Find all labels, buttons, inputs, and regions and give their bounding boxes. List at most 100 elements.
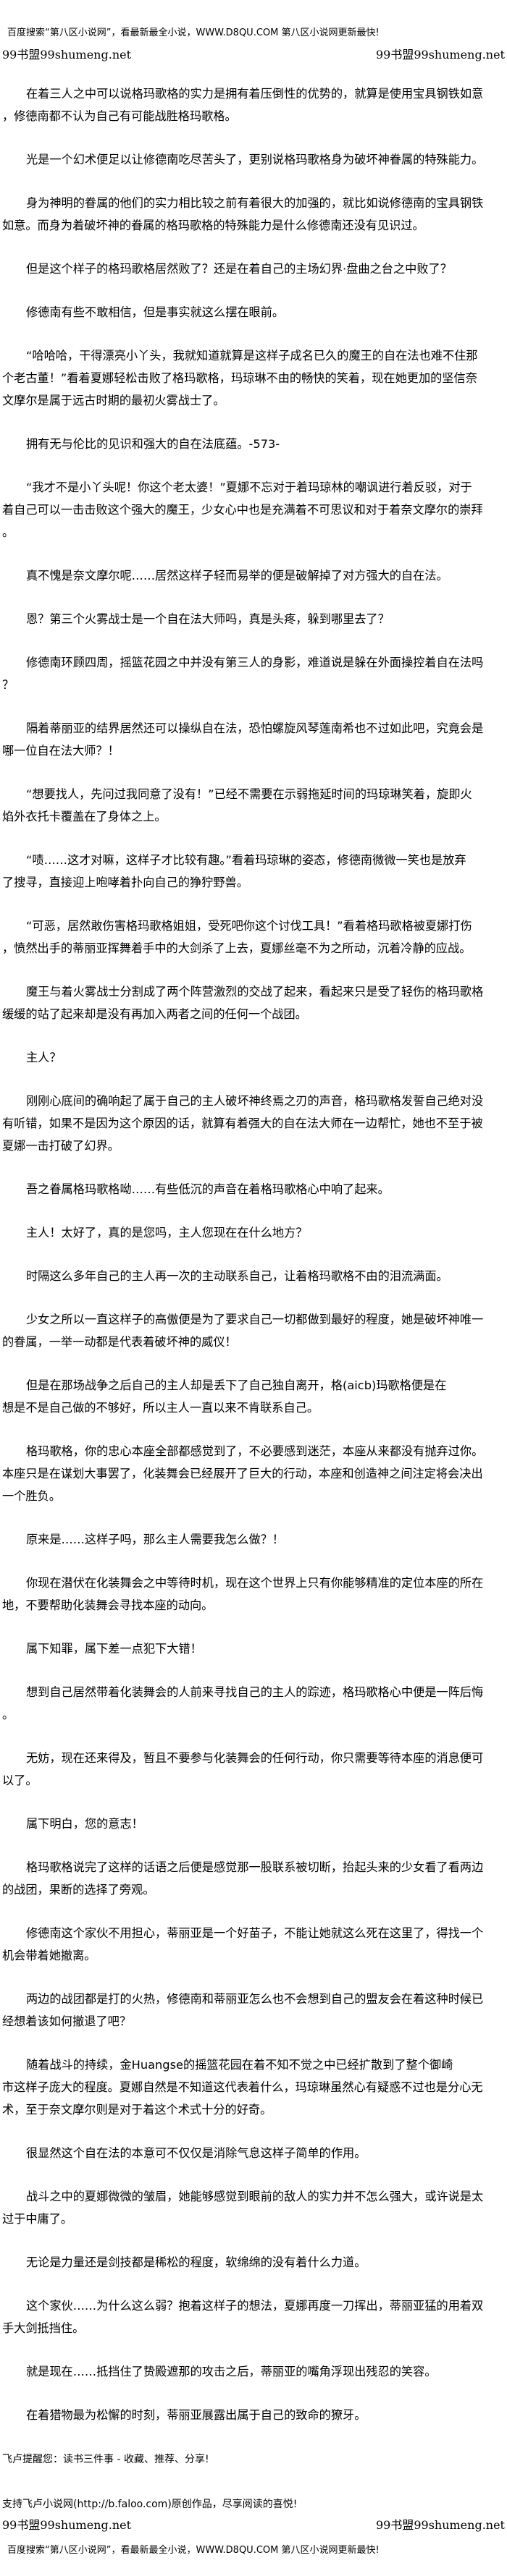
paragraph-line: 格玛歌格说完了这样的话语之后便是感觉那一股联系被切断，抬起头来的少女看了看两边 bbox=[26, 1860, 484, 1874]
paragraph-line: “想要找人，先问过我同意了没有！”已经不需要在示弱拖延时间的玛琼琳笑着，旋即火 bbox=[26, 787, 472, 801]
paragraph: 就是现在……抵挡住了贽殿遮那的攻击之后，蒂丽亚的嘴角浮现出残忍的笑容。 bbox=[2, 2360, 505, 2383]
paragraph: 在着猎物最为松懈的时刻，蒂丽亚展露出属于自己的致命的獠牙。 bbox=[2, 2404, 505, 2426]
paragraph: “想要找人，先问过我同意了没有！”已经不需要在示弱拖延时间的玛琼琳笑着，旋即火焰… bbox=[2, 783, 505, 828]
paragraph-line: 属下知罪，属下差一点犯下大错！ bbox=[26, 1642, 202, 1656]
paragraph-line: “啧……这才对嘛，这样子才比较有趣。”看着玛琼琳的姿态，修德南微微一笑也是放弃 bbox=[26, 853, 466, 867]
paragraph-line: 。 bbox=[2, 525, 14, 539]
paragraph-line: 无妨，现在还来得及，暂且不要参与化装舞会的任何行动，你只需要等待本座的消息便可 bbox=[26, 1751, 484, 1765]
paragraph-line: 过于中庸了。 bbox=[2, 2212, 73, 2226]
paragraph-line: 在着猎物最为松懈的时刻，蒂丽亚展露出属于自己的致命的獠牙。 bbox=[26, 2408, 366, 2422]
paragraph-line: 真不愧是奈文摩尔呢……居然这样子轻而易举的便是破解掉了对方强大的自在法。 bbox=[26, 569, 448, 582]
paragraph-line: 的战团，果断的选择了旁观。 bbox=[2, 1883, 155, 1897]
paragraph: “我才不是小丫头呢！你这个老太婆！”夏娜不忘对于着玛琼林的嘲讽进行着反驳，对于着… bbox=[2, 476, 505, 543]
paragraph-line: 了搜寻，直接迎上咆哮着扑向自己的狰狞野兽。 bbox=[2, 876, 248, 889]
paragraph-line: 战斗之中的夏娜微微的皱眉，她能够感觉到眼前的敌人的实力并不怎么强大，或许说是太 bbox=[26, 2190, 484, 2203]
paragraph: 光是一个幻术便足以让修德南吃尽苦头了，更别说格玛歌格身为破坏神眷属的特殊能力。 bbox=[2, 148, 505, 171]
paragraph: 战斗之中的夏娜微微的皱眉，她能够感觉到眼前的敌人的实力并不怎么强大，或许说是太过… bbox=[2, 2185, 505, 2230]
paragraph: 主人！太好了，真的是您吗，主人您现在在什么地方？ bbox=[2, 1221, 505, 1244]
paragraph-line: 焰外衣托卡覆盖在了身体之上。 bbox=[2, 810, 167, 823]
paragraph: 少女之所以一直这样子的高傲便是为了要求自己一切都做到最好的程度，她是破坏神唯一的… bbox=[2, 1308, 505, 1353]
paragraph: “哈哈哈，干得漂亮小丫头，我就知道就算是这样子成名已久的魔王的自在法也难不住那个… bbox=[2, 344, 505, 412]
footer-reminder: 飞卢提醒您：读书三件事 - 收藏、推荐、分享! bbox=[2, 2454, 209, 2465]
paragraph: 属下知罪，属下差一点犯下大错！ bbox=[2, 1637, 505, 1660]
paragraph: 拥有无与伦比的见识和强大的自在法底蕴。-573- bbox=[2, 433, 505, 455]
brand-link-right[interactable]: 99书盟99shumeng.net bbox=[375, 48, 505, 62]
paragraph-line: 刚刚心底间的确响起了属于自己的主人破坏神终焉之刃的声音，格玛歌格发誓自己绝对没 bbox=[26, 1094, 484, 1108]
paragraph-line: 原来是……这样子吗，那么主人需要我怎么做？！ bbox=[26, 1533, 285, 1546]
paragraph-line: 的眷属，一举一动都是代表着破坏神的威仪！ bbox=[2, 1335, 237, 1349]
paragraph-line: 就是现在……抵挡住了贽殿遮那的攻击之后，蒂丽亚的嘴角浮现出残忍的笑容。 bbox=[26, 2365, 437, 2378]
footer-ad-text: 百度搜索“第八区小说网”，看最新最全小说，WWW.D8QU.COM 第八区小说网… bbox=[7, 2545, 380, 2556]
paragraph-line: 吾之眷属格玛歌格呦……有些低沉的声音在着格玛歌格心中响了起来。 bbox=[26, 1182, 390, 1196]
paragraph-line: “可恶，居然敢伤害格玛歌格姐姐，受死吧你这个讨伐工具！”看着格玛歌格被夏娜打伤 bbox=[26, 919, 472, 933]
paragraph: 无论是力量还是剑技都是稀松的程度，软绵绵的没有着什么力道。 bbox=[2, 2251, 505, 2274]
paragraph-line: 市这样子庞大的程度。夏娜自然是不知道这代表着什么，玛琼琳虽然心有疑惑不过也是分心… bbox=[2, 2080, 483, 2094]
paragraph: 时隔这么多年自己的主人再一次的主动联系自己，让着格玛歌格不由的泪流满面。 bbox=[2, 1265, 505, 1287]
paragraph-line: 光是一个幻术便足以让修德南吃尽苦头了，更别说格玛歌格身为破坏神眷属的特殊能力。 bbox=[26, 153, 484, 166]
paragraph-line: 隔着蒂丽亚的结界居然还可以操纵自在法，恐怕螺旋风琴莲南希也不过如此吧，究竟会是 bbox=[26, 721, 484, 735]
paragraph-line: 想到自己居然带着化装舞会的人前来寻找自己的主人的踪迹，格玛歌格心中便是一阵后悔 bbox=[26, 1685, 484, 1699]
paragraph-line: 无论是力量还是剑技都是稀松的程度，软绵绵的没有着什么力道。 bbox=[26, 2255, 366, 2269]
paragraph: 但是在那场战争之后自己的主人却是丢下了自己独自离开，格(aicb)玛歌格便是在想… bbox=[2, 1374, 505, 1419]
paragraph: 主人？ bbox=[2, 1046, 505, 1069]
paragraph: 这个家伙……为什么这么弱？抱着这样子的想法，夏娜再度一刀挥出，蒂丽亚猛的用着双手… bbox=[2, 2295, 505, 2339]
footer-support-text: 支持飞卢小说网(http://b.faloo.com)原创作品，尽享阅读的喜悦! bbox=[2, 2499, 298, 2510]
paragraph: 格玛歌格，你的忠心本座全部都感觉到了，不必要感到迷茫，本座从来都没有抛弃过你。本… bbox=[2, 1440, 505, 1507]
paragraph-line: 文摩尔是属于远古时期的最初火雾战士了。 bbox=[2, 394, 225, 407]
paragraph-line: 手大剑抵挡住。 bbox=[2, 2321, 85, 2335]
paragraph: 原来是……这样子吗，那么主人需要我怎么做？！ bbox=[2, 1528, 505, 1551]
paragraph: 你现在潜伏在化装舞会之中等待时机，现在这个世界上只有你能够精准的定位本座的所在地… bbox=[2, 1572, 505, 1617]
paragraph-line: 但是这个样子的格玛歌格居然败了？还是在着自己的主场幻界·盘曲之台之中败了？ bbox=[26, 262, 452, 276]
paragraph: 修德南有些不敢相信，但是事实就这么摆在眼前。 bbox=[2, 301, 505, 323]
paragraph-line: 有听错，如果不是因为这个原因的话，就算有着强大的自在法大师在一边帮忙，她也不至于… bbox=[2, 1117, 483, 1130]
paragraph-line: 经想着该如何撤退了吧？ bbox=[2, 2014, 132, 2028]
paragraph-line: 机会带着她撤离。 bbox=[2, 1949, 96, 1962]
paragraph: 隔着蒂丽亚的结界居然还可以操纵自在法，恐怕螺旋风琴莲南希也不过如此吧，究竟会是哪… bbox=[2, 717, 505, 762]
paragraph-line: 主人！太好了，真的是您吗，主人您现在在什么地方？ bbox=[26, 1226, 308, 1240]
paragraph-line: “哈哈哈，干得漂亮小丫头，我就知道就算是这样子成名已久的魔王的自在法也难不住那 bbox=[26, 349, 478, 363]
paragraph: 格玛歌格说完了这样的话语之后便是感觉那一股联系被切断，抬起头来的少女看了看两边的… bbox=[2, 1856, 505, 1901]
paragraph-line: ？ bbox=[2, 678, 14, 692]
paragraph: 属下明白，您的意志！ bbox=[2, 1813, 505, 1835]
paragraph-line: 属下明白，您的意志！ bbox=[26, 1817, 143, 1831]
paragraph-line: 恩？第三个火雾战士是一个自在法大师吗，真是头疼，躲到哪里去了？ bbox=[26, 612, 390, 626]
paragraph-line: 地，不要帮助化装舞会寻找本座的动向。 bbox=[2, 1598, 214, 1612]
paragraph-line: 时隔这么多年自己的主人再一次的主动联系自己，让着格玛歌格不由的泪流满面。 bbox=[26, 1269, 448, 1283]
paragraph-line: 格玛歌格，你的忠心本座全部都感觉到了，不必要感到迷茫，本座从来都没有抛弃过你。 bbox=[26, 1444, 484, 1458]
paragraph-line: 想是不是自己做的不够好，所以主人一直以来不肯联系自己。 bbox=[2, 1401, 319, 1415]
paragraph-line: 术，至于奈文摩尔则是对于着这个术式十分的好奇。 bbox=[2, 2103, 272, 2117]
paragraph-line: 修德南环顾四周，摇篮花园之中并没有第三人的身影，难道说是躲在外面操控着自在法吗 bbox=[26, 656, 484, 669]
paragraph-line: 哪一位自在法大师？！ bbox=[2, 744, 120, 758]
paragraph-line: 少女之所以一直这样子的高傲便是为了要求自己一切都做到最好的程度，她是破坏神唯一 bbox=[26, 1313, 484, 1326]
paragraph-line: 夏娜一击打破了幻界。 bbox=[2, 1139, 120, 1153]
paragraph: 想到自己居然带着化装舞会的人前来寻找自己的主人的踪迹，格玛歌格心中便是一阵后悔。 bbox=[2, 1681, 505, 1726]
paragraph-line: 拥有无与伦比的见识和强大的自在法底蕴。-573- bbox=[26, 437, 280, 451]
paragraph-line: 缓缓的站了起来却是没有再加入两者之间的任何一个战团。 bbox=[2, 1007, 307, 1021]
paragraph-line: 你现在潜伏在化装舞会之中等待时机，现在这个世界上只有你能够精准的定位本座的所在 bbox=[26, 1576, 484, 1590]
paragraph-line: 这个家伙……为什么这么弱？抱着这样子的想法，夏娜再度一刀挥出，蒂丽亚猛的用着双 bbox=[26, 2299, 484, 2313]
paragraph-line: 修德南这个家伙不用担心，蒂丽亚是一个好苗子，不能让她就这么死在这里了，得找一个 bbox=[26, 1926, 484, 1940]
header-ad-text: 百度搜索“第八区小说网”，看最新最全小说，WWW.D8QU.COM 第八区小说网… bbox=[7, 27, 380, 38]
paragraph: 恩？第三个火雾战士是一个自在法大师吗，真是头疼，躲到哪里去了？ bbox=[2, 608, 505, 630]
paragraph-line: 一个胜负。 bbox=[2, 1489, 61, 1503]
paragraph-line: 如意。而身为着破坏神的眷属的格玛歌格的特殊能力是什么修德南还没有见识过。 bbox=[2, 219, 424, 232]
paragraph-line: ，愤然出手的蒂丽亚挥舞着手中的大剑杀了上去，夏娜丝毫不为之所动，沉着冷静的应战。 bbox=[2, 941, 472, 955]
paragraph: 身为神明的眷属的他们的实力相比较之前有着很大的加强的，就比如说修德南的宝具钢铁如… bbox=[2, 192, 505, 237]
paragraph-line: 以了。 bbox=[2, 1774, 38, 1787]
brand-link-left[interactable]: 99书盟99shumeng.net bbox=[2, 48, 132, 62]
paragraph-line: 个老古董！”看着夏娜轻松击败了格玛歌格，玛琼琳不由的畅快的笑着，现在她更加的坚信… bbox=[2, 371, 477, 385]
paragraph-line: 着自己可以一击击败这个强大的魔王，少女心中也是充满着不可思议和对于着奈文摩尔的崇… bbox=[2, 503, 483, 517]
brand-link-left[interactable]: 99书盟99shumeng.net bbox=[2, 2518, 132, 2532]
paragraph: 刚刚心底间的确响起了属于自己的主人破坏神终焉之刃的声音，格玛歌格发誓自己绝对没有… bbox=[2, 1090, 505, 1157]
paragraph-line: 两边的战团都是打的火热，修德南和蒂丽亚怎么也不会想到自己的盟友会在着这种时候已 bbox=[26, 1992, 484, 2006]
footer-brand-row: 99书盟99shumeng.net 99书盟99shumeng.net bbox=[2, 2515, 505, 2533]
paragraph-line: 但是在那场战争之后自己的主人却是丢下了自己独自离开，格(aicb)玛歌格便是在 bbox=[26, 1378, 447, 1392]
paragraph-line: 。 bbox=[2, 1708, 14, 1721]
paragraph: 魔王与着火雾战士分割成了两个阵营激烈的交战了起来，看起来只是受了轻伤的格玛歌格缓… bbox=[2, 980, 505, 1025]
paragraph: “可恶，居然敢伤害格玛歌格姐姐，受死吧你这个讨伐工具！”看着格玛歌格被夏娜打伤 ，… bbox=[2, 915, 505, 959]
paragraph: 无妨，现在还来得及，暂且不要参与化装舞会的任何行动，你只需要等待本座的消息便可以… bbox=[2, 1747, 505, 1792]
paragraph: 吾之眷属格玛歌格呦……有些低沉的声音在着格玛歌格心中响了起来。 bbox=[2, 1178, 505, 1200]
brand-link-right[interactable]: 99书盟99shumeng.net bbox=[375, 2518, 505, 2532]
paragraph-line: 很显然这个自在法的本意可不仅仅是消除气息这样子简单的作用。 bbox=[26, 2146, 366, 2160]
chapter-content: 在着三人之中可以说格玛歌格的实力是拥有着压倒性的优势的，就算是使用宝具钢铁如意，… bbox=[2, 82, 505, 2447]
